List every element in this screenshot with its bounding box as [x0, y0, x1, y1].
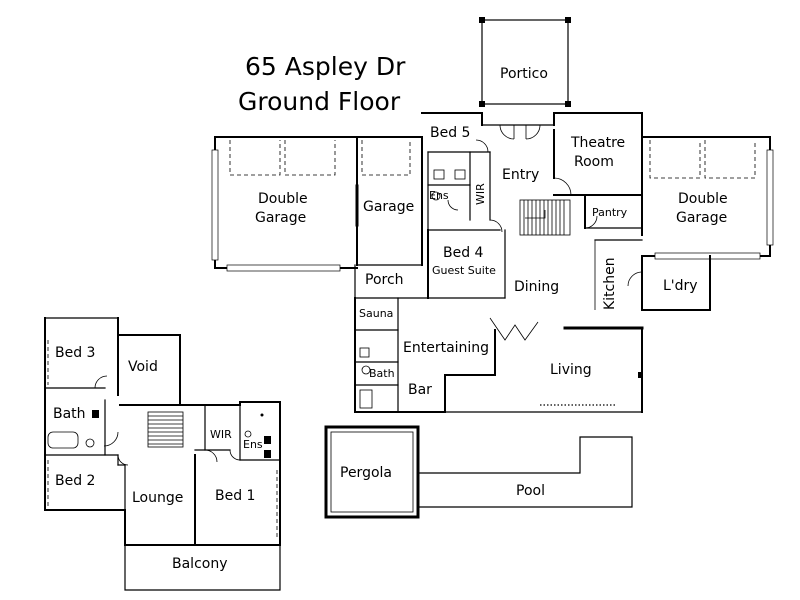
room-label-garage: Garage — [363, 199, 414, 215]
ground-stairs — [519, 194, 643, 236]
pergola-structure — [324, 425, 420, 519]
room-label-bath-ground: Bath — [369, 367, 395, 380]
room-label-wir-upper: WIR — [210, 428, 232, 441]
room-label-sauna: Sauna — [359, 307, 393, 320]
room-label-pool: Pool — [516, 483, 545, 499]
garage-walls — [355, 136, 423, 266]
room-label-double-garage-right-1: Double — [678, 191, 728, 207]
bed4-walls — [427, 219, 506, 299]
room-label-bar: Bar — [408, 382, 432, 398]
room-label-kitchen: Kitchen — [602, 257, 618, 310]
room-label-living: Living — [550, 362, 592, 378]
laundry-walls — [627, 255, 711, 311]
room-label-laundry: L'dry — [663, 278, 698, 294]
room-label-ens-ground: Ens — [429, 189, 449, 202]
double-garage-right-walls — [641, 136, 774, 260]
room-label-entertaining: Entertaining — [403, 340, 489, 356]
bed5-entry-walls — [421, 112, 643, 231]
room-label-double-garage-left-2: Garage — [255, 210, 306, 226]
pool-outline — [417, 436, 633, 508]
room-label-double-garage-right-2: Garage — [676, 210, 727, 226]
room-label-entry: Entry — [502, 167, 539, 183]
entertaining-walls — [354, 297, 643, 413]
room-label-guest-suite: Guest Suite — [432, 264, 496, 277]
theatre-walls — [553, 129, 643, 236]
room-label-pantry: Pantry — [592, 206, 628, 219]
portico-structure — [479, 17, 571, 107]
bifold-door — [489, 317, 539, 341]
room-label-bed4: Bed 4 — [443, 245, 484, 261]
plan-title-address: 65 Aspley Dr — [245, 52, 406, 81]
room-label-lounge: Lounge — [132, 490, 183, 506]
room-label-pergola: Pergola — [340, 465, 392, 481]
room-label-bed2: Bed 2 — [55, 473, 95, 489]
room-label-theatre-2: Room — [574, 154, 614, 170]
porch-walls — [354, 264, 429, 299]
room-label-bed3: Bed 3 — [55, 345, 95, 361]
room-label-portico: Portico — [500, 66, 548, 82]
room-label-wir-ground: WIR — [474, 183, 487, 205]
room-label-porch: Porch — [365, 272, 404, 288]
plan-title-floor: Ground Floor — [238, 87, 401, 116]
room-label-bed1: Bed 1 — [215, 488, 255, 504]
room-label-void: Void — [128, 359, 158, 375]
room-label-theatre-1: Theatre — [570, 135, 625, 151]
room-label-balcony: Balcony — [172, 556, 228, 572]
room-label-bath-upper: Bath — [53, 406, 86, 422]
room-label-bed5: Bed 5 — [430, 125, 470, 141]
room-label-double-garage-left-1: Double — [258, 191, 308, 207]
kitchen-walls — [563, 239, 644, 330]
room-label-dining: Dining — [514, 279, 559, 295]
room-label-ens-upper: Ens — [243, 438, 263, 451]
upper-floor-walls — [44, 317, 281, 591]
